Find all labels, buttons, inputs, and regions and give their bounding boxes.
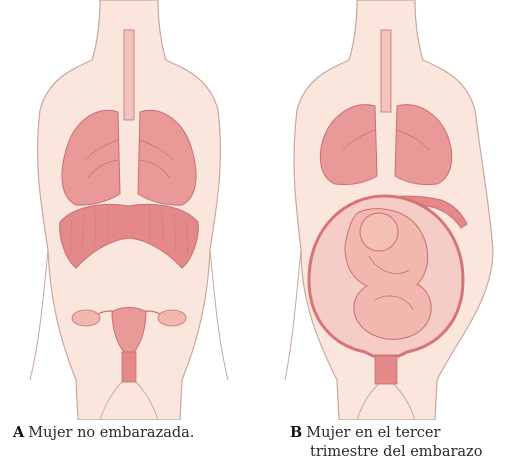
trachea bbox=[381, 30, 391, 112]
caption-b-letter: B bbox=[290, 424, 302, 441]
fetus-head bbox=[360, 213, 398, 251]
caption-a-text: Mujer no embarazada. bbox=[28, 425, 194, 441]
pregnant-body-illustration bbox=[257, 0, 514, 420]
caption-a-letter: A bbox=[13, 424, 24, 441]
caption-b-text-line2: trimestre del embarazo bbox=[290, 443, 482, 462]
caption-b-text: Mujer en el tercer bbox=[306, 425, 440, 441]
non-pregnant-body-illustration bbox=[0, 0, 257, 420]
trachea bbox=[124, 30, 134, 120]
